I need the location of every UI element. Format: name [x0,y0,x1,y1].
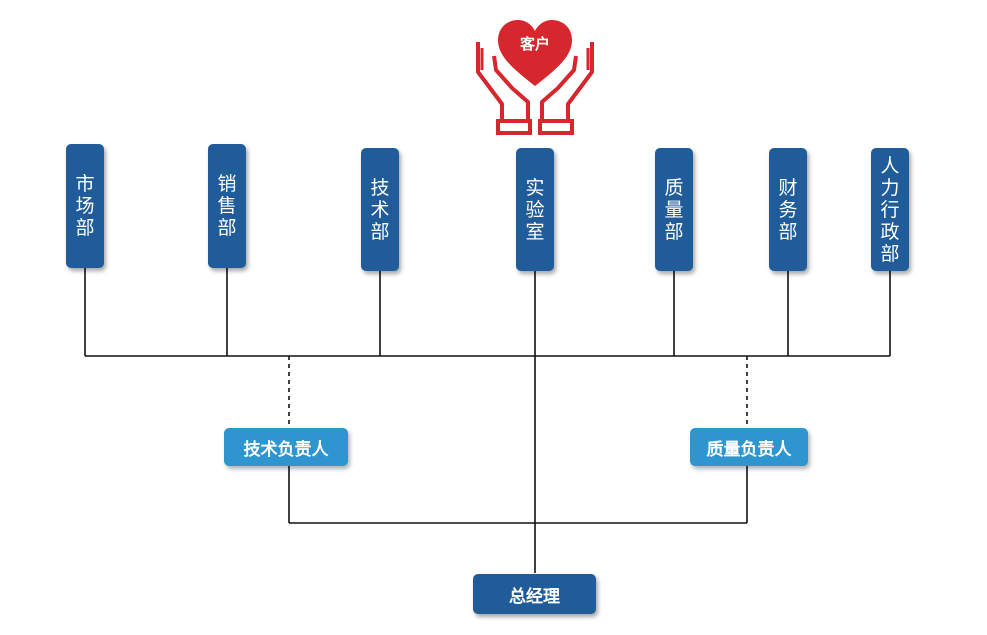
tech-lead-node: 技术负责人 [224,428,348,466]
heart-in-hands-icon [476,20,594,135]
dept-finance: 财务部 [769,148,807,271]
dept-market: 市场部 [66,144,104,268]
dept-tech: 技术部 [361,148,399,271]
dept-lab: 实验室 [516,148,554,271]
dept-hr-label: 人力行政部 [880,154,900,265]
dept-market-label: 市场部 [75,173,95,239]
general-manager-label: 总经理 [509,586,560,607]
quality-lead-node: 质量负责人 [690,428,808,466]
dept-finance-label: 财务部 [778,176,798,243]
quality-lead-label: 质量负责人 [706,439,792,460]
dept-quality: 质量部 [655,148,693,271]
dept-lab-label: 实验室 [525,176,545,243]
customer-label: 客户 [519,35,550,53]
dept-quality-label: 质量部 [664,176,684,243]
dept-sales-label: 销售部 [217,173,237,239]
customer-node: 客户 [472,8,598,138]
dept-sales: 销售部 [208,144,246,268]
tech-lead-label: 技术负责人 [243,439,329,460]
dept-tech-label: 技术部 [370,176,390,243]
dept-hr: 人力行政部 [871,148,909,271]
general-manager-node: 总经理 [473,574,596,614]
